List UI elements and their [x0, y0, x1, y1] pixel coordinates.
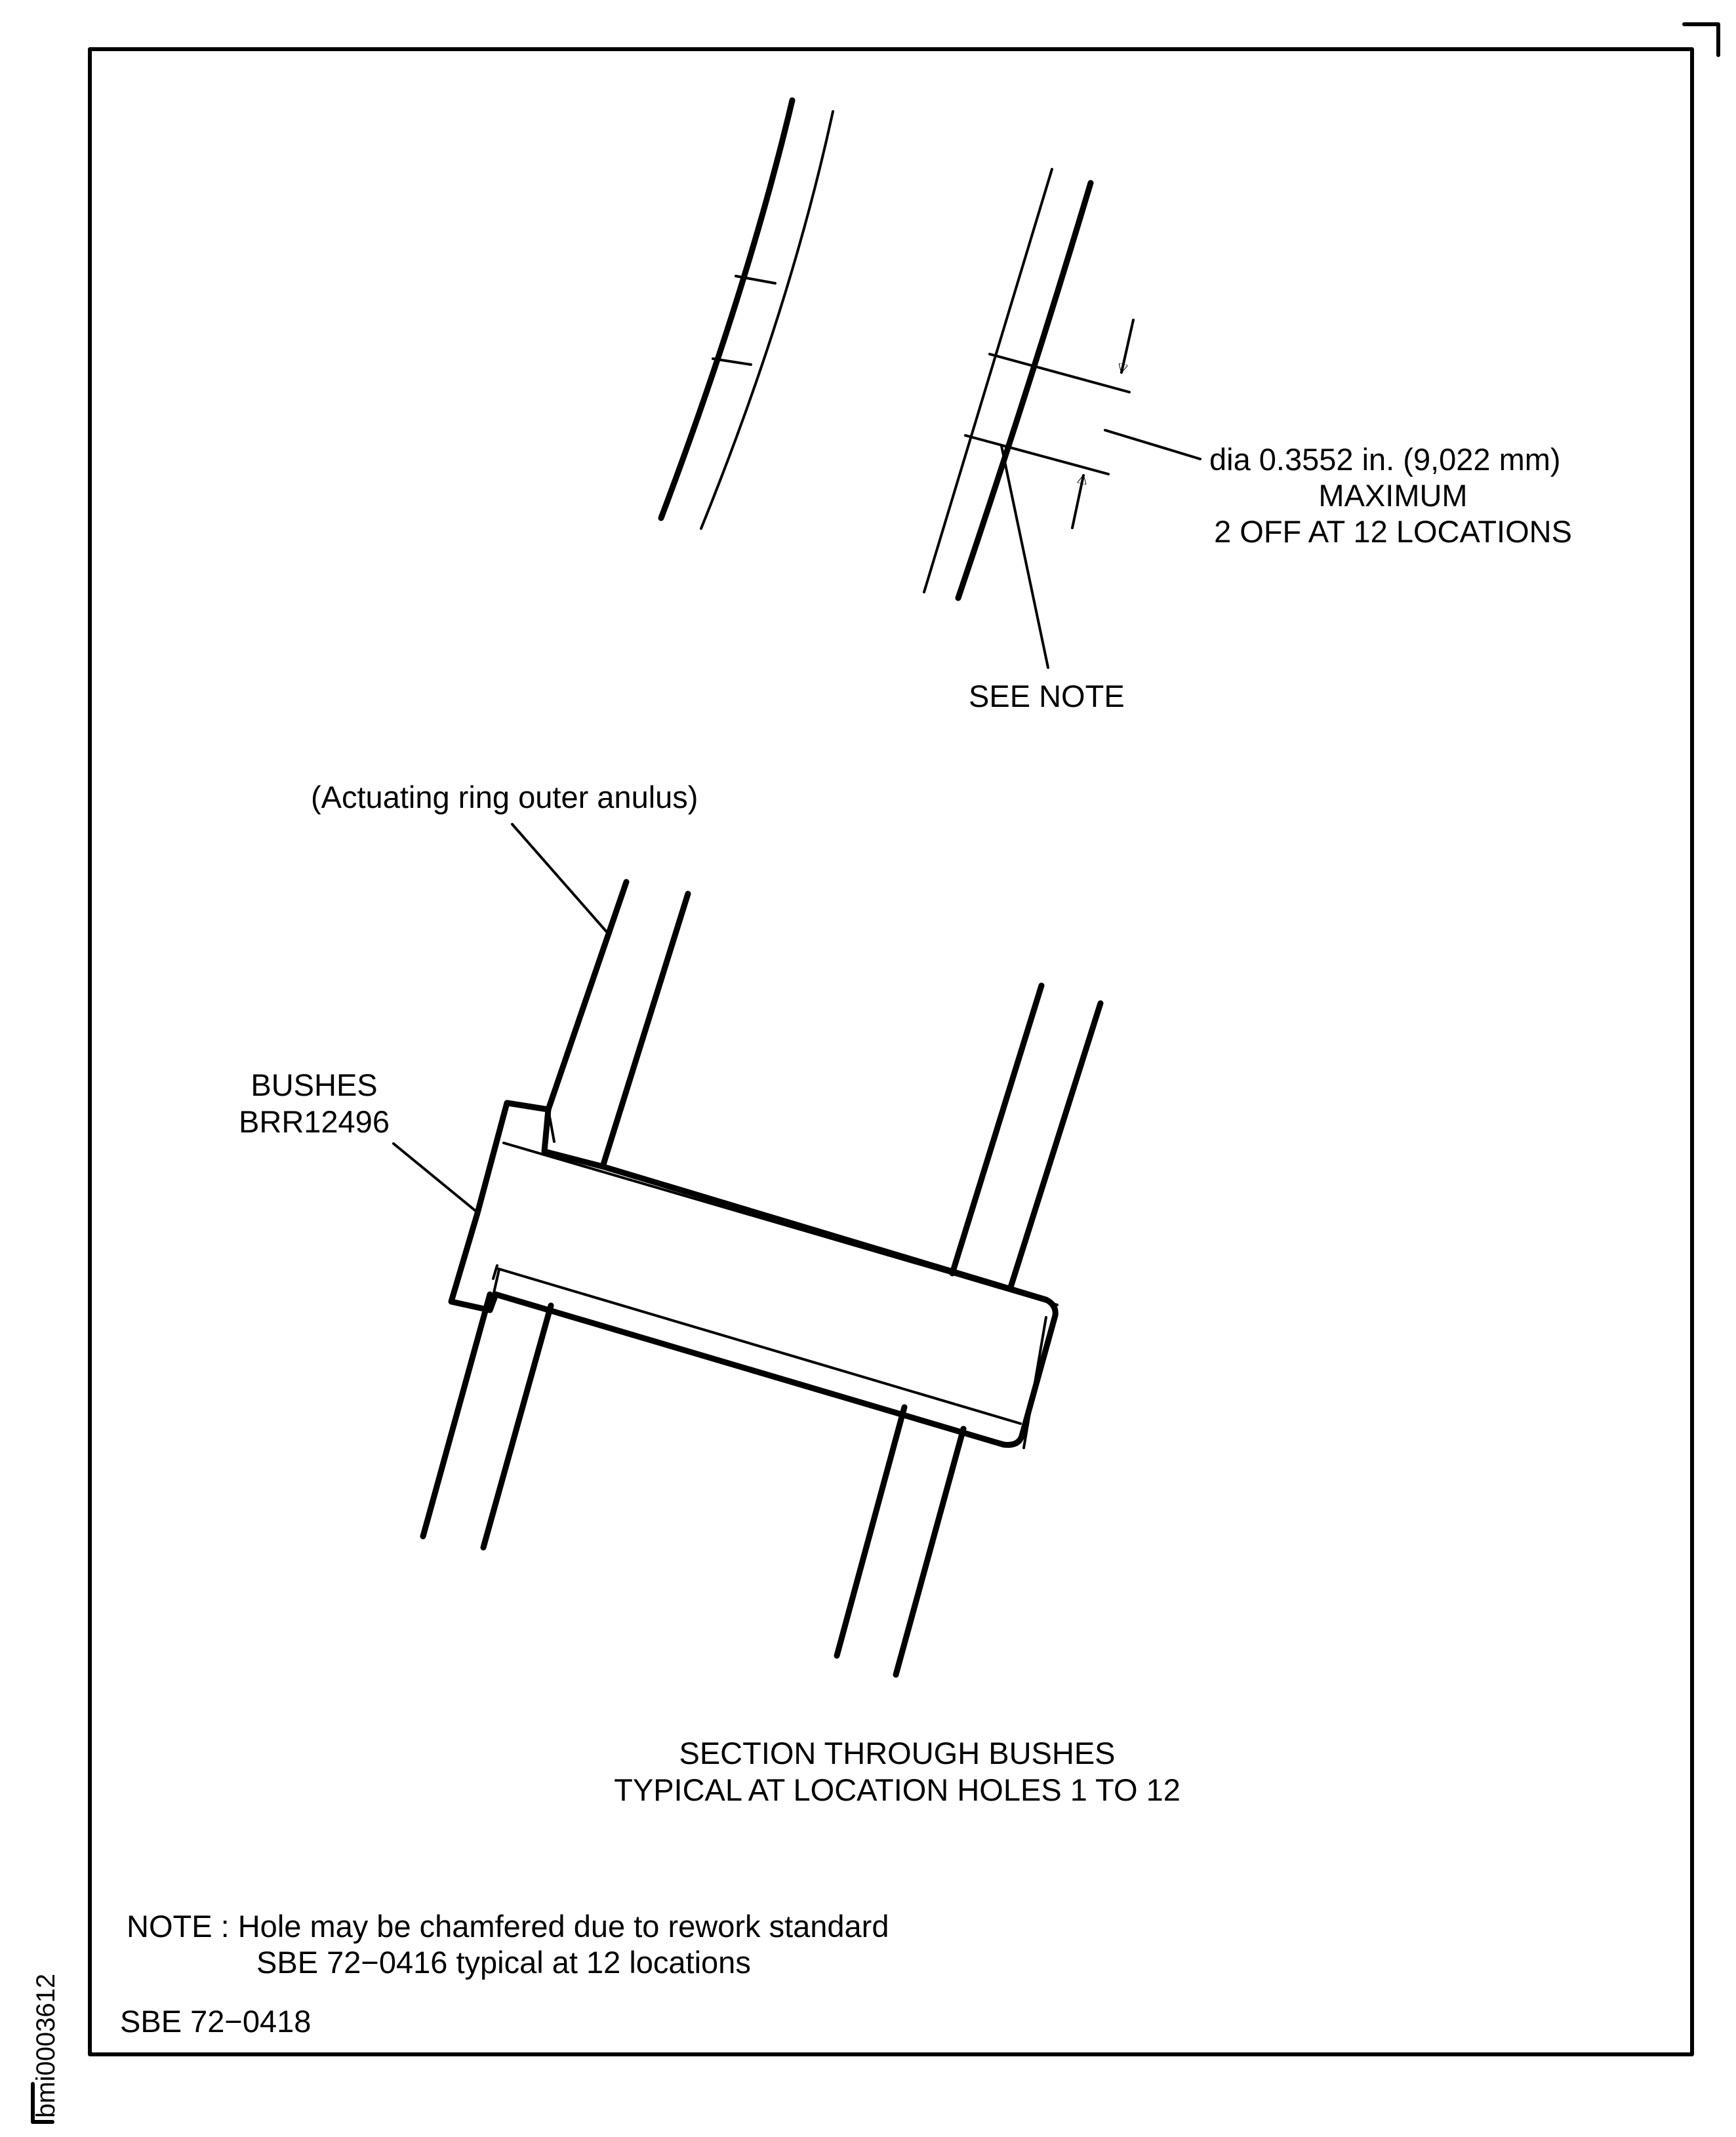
inner-wall-upper: [949, 982, 1104, 1290]
corner-crop-mark: [1682, 22, 1720, 57]
see-note-label: SEE NOTE: [969, 679, 1125, 713]
anulus-label: (Actuating ring outer anulus): [311, 780, 698, 814]
bushes-leader: [392, 1142, 479, 1214]
bush-section: [448, 1100, 1059, 1449]
anulus-wall-upper: [545, 879, 691, 1170]
dimension-arrows: [1071, 319, 1135, 529]
top-right-wall: [923, 168, 1131, 601]
top-left-wall: [658, 97, 834, 530]
bushes-label-1: BUSHES: [251, 1068, 377, 1102]
dimension-text-1: dia 0.3552 in. (9,022 mm): [1209, 442, 1561, 477]
inner-wall-lower: [834, 1404, 967, 1678]
dimension-leader: [1104, 429, 1201, 460]
anulus-leader: [511, 823, 607, 932]
anulus-wall-lower: [420, 1291, 554, 1551]
note-text-1: NOTE : Hole may be chamfered due to rewo…: [127, 1909, 889, 1944]
see-note-leader: [1000, 445, 1049, 669]
drawing-border: [88, 47, 1694, 2056]
section-title-2: TYPICAL AT LOCATION HOLES 1 TO 12: [614, 1772, 1181, 1807]
note-text-2: SBE 72−0416 typical at 12 locations: [256, 1945, 751, 1980]
bushes-label-2: BRR12496: [239, 1104, 390, 1139]
figure-id: bmi0003612: [31, 1974, 60, 2118]
doc-reference: SBE 72−0418: [120, 2004, 311, 2039]
section-title-1: SECTION THROUGH BUSHES: [679, 1736, 1115, 1770]
dimension-text-3: 2 OFF AT 12 LOCATIONS: [1214, 514, 1572, 549]
svg-text:bmi0003612: bmi0003612: [31, 1974, 60, 2118]
dimension-text-2: MAXIMUM: [1318, 478, 1467, 513]
